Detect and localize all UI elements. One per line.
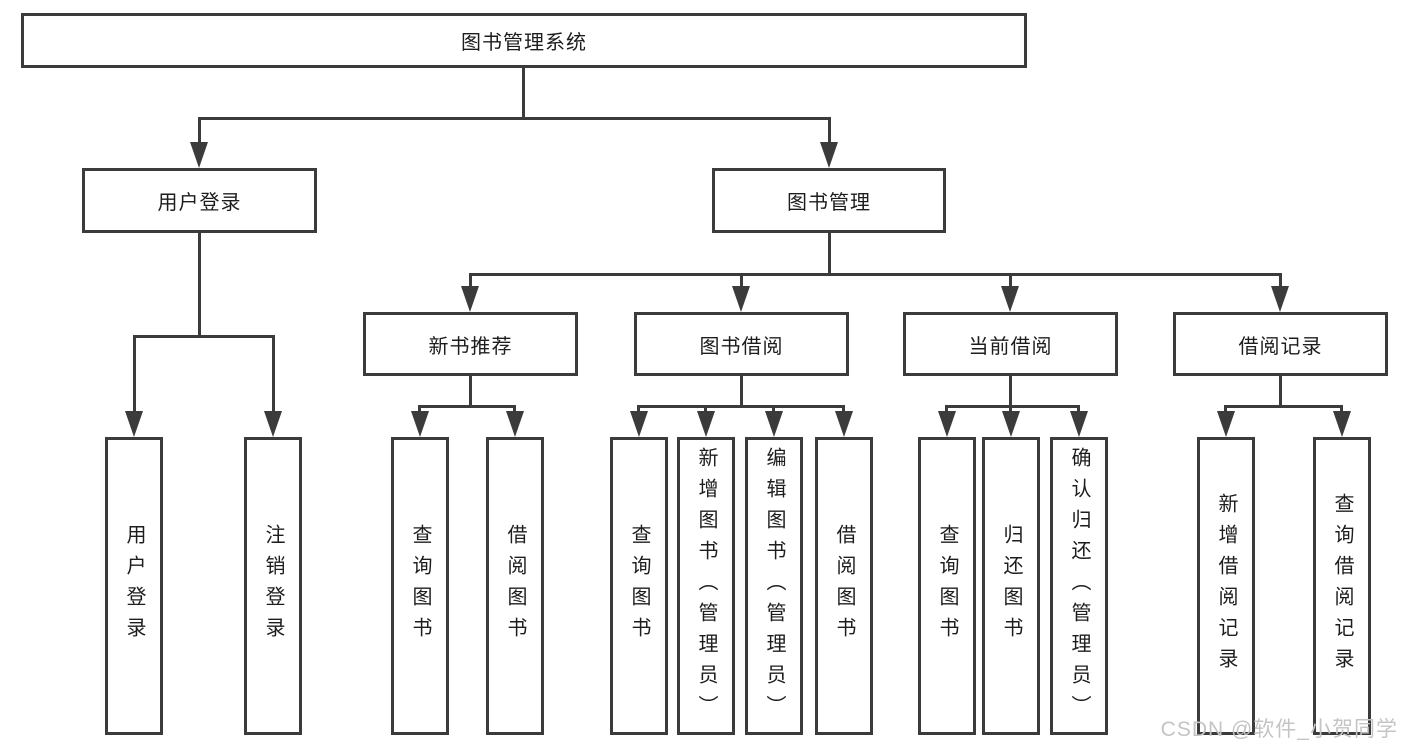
connector-leaf-stub <box>513 405 516 414</box>
leaf-label: 借阅图书 <box>504 524 526 648</box>
arrowhead-current-borrow <box>1001 286 1019 312</box>
connector-leaf-stub <box>1009 405 1012 414</box>
arrowhead-leaf <box>506 411 524 437</box>
leaf-label: 查询图书 <box>409 524 431 648</box>
connector-book-borrow-branch <box>637 405 845 408</box>
connector-borrow-records-stub <box>1279 376 1282 408</box>
leaf-label: 确认归还（管理员） <box>1068 446 1090 726</box>
leaf-edit-book-admin: 编辑图书（管理员） <box>745 437 803 735</box>
arrowhead-leaf <box>1217 411 1235 437</box>
arrowhead-user-login <box>190 142 208 168</box>
arrowhead-book-management <box>820 142 838 168</box>
connector-current-borrow-branch <box>945 405 1080 408</box>
leaf-user-login: 用户登录 <box>105 437 163 735</box>
connector-leaf-stub <box>842 405 845 414</box>
node-book-borrow: 图书借阅 <box>634 312 849 376</box>
leaf-borrow-books: 借阅图书 <box>815 437 873 735</box>
connector-user-login-branch <box>133 335 275 338</box>
arrowhead-leaf <box>630 411 648 437</box>
connector-root-stub <box>522 68 525 120</box>
connector-leaf-stub <box>1077 405 1080 414</box>
leaf-label: 编辑图书（管理员） <box>763 446 785 726</box>
connector-to-borrow-records <box>1279 273 1282 289</box>
connector-to-book-management <box>828 117 831 144</box>
leaf-borrow-books-recommend: 借阅图书 <box>486 437 544 735</box>
arrowhead-leaf <box>835 411 853 437</box>
leaf-logout: 注销登录 <box>244 437 302 735</box>
connector-leaf-stub <box>772 405 775 414</box>
node-root: 图书管理系统 <box>21 13 1027 68</box>
connector-level2-branch <box>198 117 831 120</box>
leaf-label: 用户登录 <box>123 524 145 648</box>
arrowhead-leaf-logout <box>264 411 282 437</box>
connector-to-leaf-logout <box>272 335 275 413</box>
arrowhead-book-borrow <box>732 286 750 312</box>
leaf-label: 归还图书 <box>1000 524 1022 648</box>
leaf-label: 借阅图书 <box>833 524 855 648</box>
connector-leaf-stub <box>1340 405 1343 414</box>
connector-user-login-stub <box>198 233 201 336</box>
leaf-label: 新增图书（管理员） <box>695 446 717 726</box>
leaf-label: 查询借阅记录 <box>1331 493 1353 679</box>
node-current-borrow: 当前借阅 <box>903 312 1118 376</box>
arrowhead-leaf <box>697 411 715 437</box>
arrowhead-leaf <box>765 411 783 437</box>
connector-leaf-stub <box>637 405 640 414</box>
node-user-login: 用户登录 <box>82 168 317 233</box>
arrowhead-leaf <box>1002 411 1020 437</box>
connector-leaf-stub <box>418 405 421 414</box>
leaf-label: 查询图书 <box>936 524 958 648</box>
leaf-search-books-current: 查询图书 <box>918 437 976 735</box>
connector-leaf-stub <box>704 405 707 414</box>
connector-level3-branch <box>469 273 1282 276</box>
connector-book-management-stub <box>828 233 831 276</box>
leaf-label: 新增借阅记录 <box>1215 493 1237 679</box>
connector-leaf-stub <box>1224 405 1227 414</box>
connector-to-leaf-user-login <box>133 335 136 413</box>
leaf-label: 查询图书 <box>628 524 650 648</box>
connector-leaf-stub <box>945 405 948 414</box>
leaf-add-borrow-record: 新增借阅记录 <box>1197 437 1255 735</box>
connector-to-current-borrow <box>1009 273 1012 289</box>
leaf-search-books-borrow: 查询图书 <box>610 437 668 735</box>
node-new-book-recommend: 新书推荐 <box>363 312 578 376</box>
connector-borrow-records-branch <box>1224 405 1343 408</box>
leaf-search-borrow-record: 查询借阅记录 <box>1313 437 1371 735</box>
connector-new-book-stub <box>469 376 472 408</box>
connector-book-borrow-stub <box>740 376 743 408</box>
node-borrow-records: 借阅记录 <box>1173 312 1388 376</box>
arrowhead-leaf <box>938 411 956 437</box>
arrowhead-borrow-records <box>1271 286 1289 312</box>
leaf-confirm-return-admin: 确认归还（管理员） <box>1050 437 1108 735</box>
leaf-add-book-admin: 新增图书（管理员） <box>677 437 735 735</box>
arrowhead-leaf-user-login <box>125 411 143 437</box>
node-book-management: 图书管理 <box>712 168 946 233</box>
connector-to-new-book-recommend <box>469 273 472 289</box>
arrowhead-new-book-recommend <box>461 286 479 312</box>
arrowhead-leaf <box>1333 411 1351 437</box>
connector-to-user-login <box>198 117 201 144</box>
arrowhead-leaf <box>411 411 429 437</box>
leaf-return-book: 归还图书 <box>982 437 1040 735</box>
connector-new-book-branch <box>418 405 516 408</box>
connector-to-book-borrow <box>740 273 743 289</box>
arrowhead-leaf <box>1070 411 1088 437</box>
csdn-watermark: CSDN @软件_小贺同学 <box>1160 718 1398 741</box>
leaf-search-books-recommend: 查询图书 <box>391 437 449 735</box>
connector-current-borrow-stub <box>1009 376 1012 408</box>
leaf-label: 注销登录 <box>262 524 284 648</box>
